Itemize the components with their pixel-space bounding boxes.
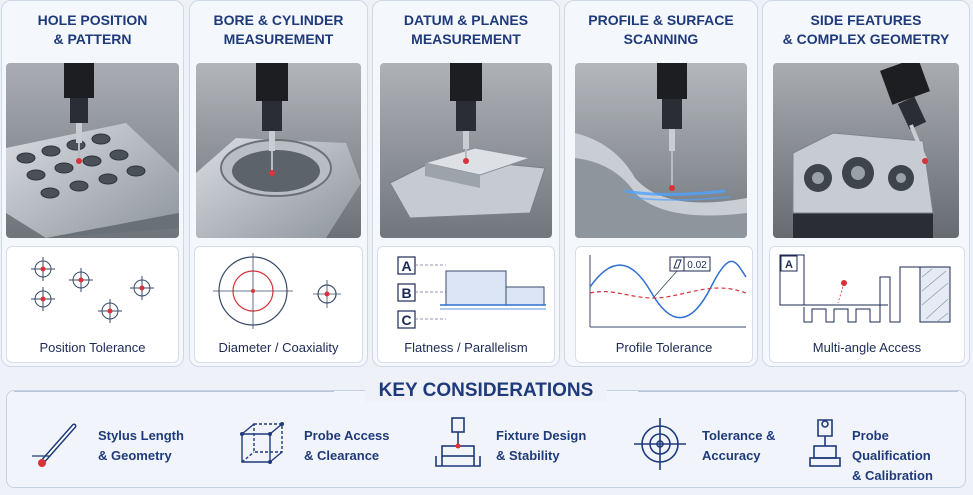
divider-left xyxy=(14,391,334,392)
diagram-profile-tolerance: 0.02 Profile Tolerance xyxy=(575,246,753,363)
column-title: PROFILE & SURFACE SCANNING xyxy=(588,12,734,47)
profile-tolerance-value: 0.02 xyxy=(687,260,707,271)
divider-right xyxy=(638,391,958,392)
caption: Position Tolerance xyxy=(39,340,146,355)
consideration-label: Probe Qualification & Calibration xyxy=(852,428,933,483)
target-icon xyxy=(634,418,686,470)
caption: Diameter / Coaxiality xyxy=(218,340,339,355)
column-datum-planes: DATUM & PLANES MEASUREMENT xyxy=(372,0,560,367)
consideration-label: Fixture Design & Stability xyxy=(496,428,587,463)
consideration-tolerance: Tolerance & Accuracy xyxy=(634,416,804,476)
measurement-columns: HOLE POSITION & PATTERN xyxy=(1,0,970,367)
diagram-position-tolerance: Position Tolerance xyxy=(6,246,179,363)
datum-b: B xyxy=(401,285,411,301)
datum-a-label: A xyxy=(785,259,793,271)
fixture-icon xyxy=(435,417,481,467)
consideration-fixture: Fixture Design & Stability xyxy=(432,416,602,476)
key-considerations: KEY CONSIDERATIONS Stylus Length & Geome… xyxy=(6,380,966,490)
photo-complex-part xyxy=(773,63,959,238)
diagram-multi-angle-access: A Multi-angle Access xyxy=(769,246,965,363)
stylus-icon xyxy=(32,423,77,467)
photo-bore xyxy=(196,63,361,238)
consideration-stylus: Stylus Length & Geometry xyxy=(30,416,200,476)
calibration-icon xyxy=(809,419,841,467)
column-hole-position: HOLE POSITION & PATTERN xyxy=(1,0,184,367)
column-bore-cylinder: BORE & CYLINDER MEASUREMENT xyxy=(189,0,368,367)
column-title: BORE & CYLINDER MEASUREMENT xyxy=(213,12,344,47)
column-title: HOLE POSITION & PATTERN xyxy=(37,12,148,47)
column-side-features: SIDE FEATURES & COMPLEX GEOMETRY xyxy=(762,0,970,367)
column-title: SIDE FEATURES & COMPLEX GEOMETRY xyxy=(782,12,950,47)
caption: Multi-angle Access xyxy=(812,340,922,355)
datum-c: C xyxy=(401,312,411,328)
photo-surface-scan xyxy=(575,63,747,238)
consideration-label: Stylus Length & Geometry xyxy=(98,428,184,463)
column-profile-surface: PROFILE & SURFACE SCANNING xyxy=(564,0,758,367)
section-heading: KEY CONSIDERATIONS xyxy=(364,380,608,402)
column-title: DATUM & PLANES MEASUREMENT xyxy=(403,12,529,47)
consideration-calibration: Probe Qualification & Calibration xyxy=(806,416,964,483)
diagram-flatness-parallelism: A B C Flatness / Parallelism xyxy=(377,246,555,363)
photo-hole-pattern xyxy=(6,63,179,238)
consideration-probe-access: Probe Access & Clearance xyxy=(234,416,404,476)
datum-a: A xyxy=(401,258,411,274)
cube-icon xyxy=(240,422,284,464)
photo-planes xyxy=(380,63,552,238)
key-considerations-title: KEY CONSIDERATIONS xyxy=(6,380,966,402)
caption: Flatness / Parallelism xyxy=(404,340,528,355)
caption: Profile Tolerance xyxy=(615,340,713,355)
consideration-label: Tolerance & Accuracy xyxy=(702,428,776,463)
key-considerations-frame xyxy=(6,390,966,488)
diagram-diameter-coaxiality: Diameter / Coaxiality xyxy=(194,246,363,363)
consideration-label: Probe Access & Clearance xyxy=(304,428,390,463)
